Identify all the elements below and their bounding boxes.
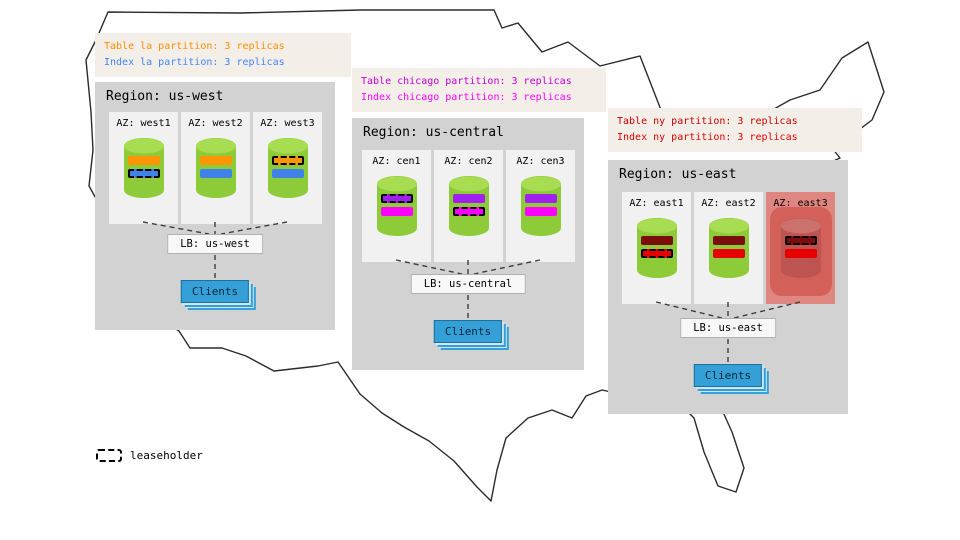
az-box-west1: AZ: west1: [109, 112, 178, 224]
table-partition-note: Table la partition: 3 replicas: [104, 41, 285, 52]
us-west-partition-callout: Table la partition: 3 replicas Index la …: [95, 33, 351, 77]
database-cylinder-icon: [634, 216, 680, 280]
az-label: AZ: east2: [701, 198, 756, 209]
az-label: AZ: cen2: [444, 156, 493, 167]
az-box-east1: AZ: east1: [622, 192, 691, 304]
region-title: Region: us-east: [619, 167, 737, 182]
legend: leaseholder: [96, 449, 203, 462]
az-label: AZ: east1: [629, 198, 684, 209]
az-label: AZ: cen3: [516, 156, 565, 167]
index-replica-bar: [640, 249, 673, 258]
clients-box-us-central: Clients: [433, 320, 503, 343]
region-us-west: Region: us-west AZ: west1 AZ: west2: [95, 82, 335, 330]
replica-bars: [712, 236, 745, 262]
replica-bars: [127, 156, 160, 182]
table-replica-bar: [640, 236, 673, 245]
az-label: AZ: west2: [188, 118, 243, 129]
az-box-cen2: AZ: cen2: [434, 150, 503, 262]
index-replica-bar: [712, 249, 745, 258]
replica-bars: [199, 156, 232, 182]
az-box-cen1: AZ: cen1: [362, 150, 431, 262]
table-replica-bar: [380, 194, 413, 203]
replica-bars: [452, 194, 485, 220]
table-replica-bar: [524, 194, 557, 203]
replica-bars: [380, 194, 413, 220]
index-replica-bar: [784, 249, 817, 258]
database-cylinder-icon: [706, 216, 752, 280]
database-cylinder-icon: [193, 136, 239, 200]
az-box-east2: AZ: east2: [694, 192, 763, 304]
az-label: AZ: west3: [260, 118, 315, 129]
az-label: AZ: east3: [773, 198, 828, 209]
database-cylinder-icon: [769, 207, 832, 296]
region-us-east: Region: us-east AZ: east1 AZ: east2: [608, 160, 848, 414]
region-title: Region: us-central: [363, 125, 504, 140]
replica-bars: [271, 156, 304, 182]
index-replica-bar: [524, 207, 557, 216]
az-box-west2: AZ: west2: [181, 112, 250, 224]
replica-bars: [640, 236, 673, 262]
index-replica-bar: [271, 169, 304, 178]
index-replica-bar: [127, 169, 160, 178]
index-partition-note: Index ny partition: 3 replicas: [617, 132, 798, 143]
load-balancer-us-east: LB: us-east: [680, 318, 776, 338]
database-cylinder-icon: [374, 174, 420, 238]
az-row: AZ: east1 AZ: east2 AZ: east3: [622, 192, 835, 304]
clients-box-us-west: Clients: [180, 280, 250, 303]
az-box-west3: AZ: west3: [253, 112, 322, 224]
index-partition-note: Index la partition: 3 replicas: [104, 57, 285, 68]
table-replica-bar: [271, 156, 304, 165]
table-replica-bar: [712, 236, 745, 245]
table-partition-note: Table ny partition: 3 replicas: [617, 116, 798, 127]
load-balancer-us-west: LB: us-west: [167, 234, 263, 254]
az-row: AZ: cen1 AZ: cen2 AZ: cen3: [362, 150, 575, 262]
index-replica-bar: [380, 207, 413, 216]
index-replica-bar: [452, 207, 485, 216]
database-cylinder-icon: [265, 136, 311, 200]
region-us-central: Region: us-central AZ: cen1 AZ: cen2: [352, 118, 584, 370]
load-balancer-us-central: LB: us-central: [410, 274, 526, 294]
az-box-east3-failed: AZ: east3: [766, 192, 835, 304]
region-title: Region: us-west: [106, 89, 224, 104]
database-cylinder-icon: [518, 174, 564, 238]
table-partition-note: Table chicago partition: 3 replicas: [361, 76, 572, 87]
clients-box-us-east: Clients: [693, 364, 763, 387]
us-central-partition-callout: Table chicago partition: 3 replicas Inde…: [352, 68, 606, 112]
database-cylinder-icon: [446, 174, 492, 238]
az-label: AZ: west1: [116, 118, 171, 129]
leaseholder-swatch-icon: [96, 449, 122, 462]
us-east-partition-callout: Table ny partition: 3 replicas Index ny …: [608, 108, 862, 152]
replica-bars: [524, 194, 557, 220]
index-partition-note: Index chicago partition: 3 replicas: [361, 92, 572, 103]
az-label: AZ: cen1: [372, 156, 421, 167]
table-replica-bar: [199, 156, 232, 165]
az-row: AZ: west1 AZ: west2 AZ: west3: [109, 112, 322, 224]
table-replica-bar: [452, 194, 485, 203]
table-replica-bar: [127, 156, 160, 165]
legend-label: leaseholder: [130, 449, 203, 462]
replica-bars: [784, 236, 817, 262]
database-cylinder-icon: [121, 136, 167, 200]
az-box-cen3: AZ: cen3: [506, 150, 575, 262]
index-replica-bar: [199, 169, 232, 178]
table-replica-bar: [784, 236, 817, 245]
